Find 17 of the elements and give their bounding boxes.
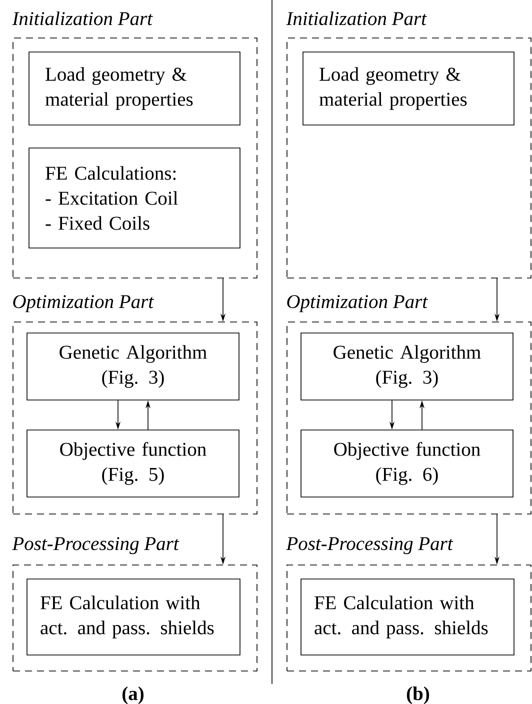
process-box: FE Calculations: - Excitation Coil - Fixed Coils xyxy=(28,148,240,248)
panel-label: (b) xyxy=(406,686,430,704)
group-heading: Initialization Part xyxy=(286,11,427,26)
process-box: Genetic Algorithm (Fig. 3) xyxy=(26,332,240,400)
process-box: Objective function (Fig. 5) xyxy=(26,430,240,498)
group-heading: Initialization Part xyxy=(12,11,153,26)
process-box: Load geometry & material properties xyxy=(302,52,514,126)
process-box: Objective function (Fig. 6) xyxy=(300,430,514,498)
group-heading: Post-Processing Part xyxy=(286,537,454,554)
group-heading: Optimization Part xyxy=(287,295,428,312)
process-box: Genetic Algorithm (Fig. 3) xyxy=(300,332,514,400)
panel-label: (a) xyxy=(122,686,144,704)
process-box: Load geometry & material properties xyxy=(28,52,240,126)
process-box: FE Calculation with act. and pass. shields xyxy=(26,578,240,656)
group-heading: Optimization Part xyxy=(13,295,154,312)
group-heading: Post-Processing Part xyxy=(12,537,180,554)
process-box: FE Calculation with act. and pass. shields xyxy=(300,578,514,656)
